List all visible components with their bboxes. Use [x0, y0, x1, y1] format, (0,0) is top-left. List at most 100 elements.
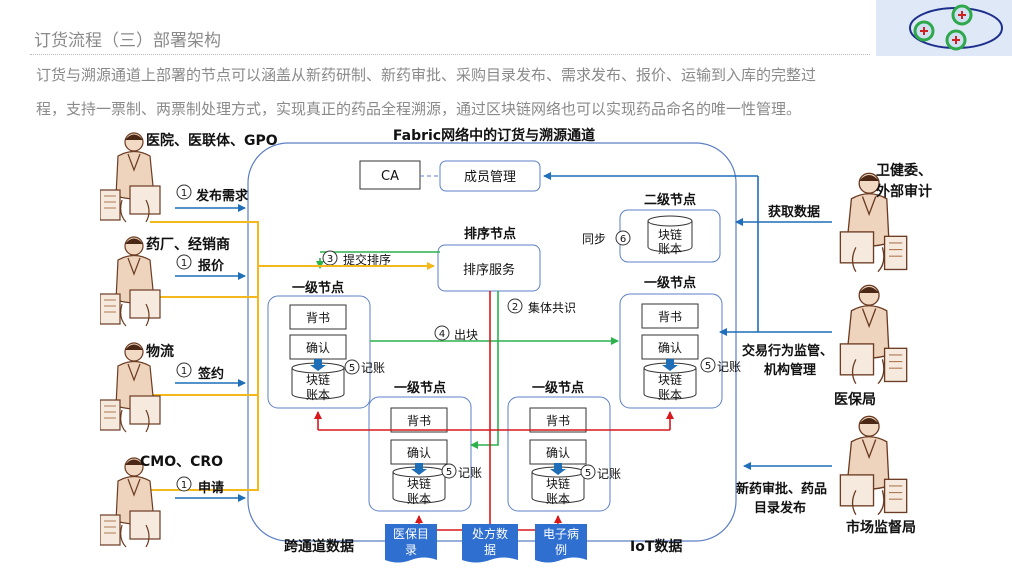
- secondary-ledger-line1: 块链: [658, 227, 682, 242]
- ca-label: CA: [381, 169, 399, 184]
- ca-box: [359, 160, 421, 190]
- step-number-4: 4: [439, 329, 445, 340]
- intro-line-1: 订货与溯源通道上部署的节点可以涵盖从新药研制、新药审批、采购目录发布、需求发布、…: [36, 66, 817, 84]
- right-actor-name-0-line2: 外部审计: [876, 183, 932, 200]
- right-actor-name-1: 医保局: [834, 391, 876, 408]
- secondary-node-title: 二级节点: [644, 192, 696, 208]
- block-label: 出块: [454, 328, 478, 342]
- confirm-label-right: 确认: [658, 341, 682, 355]
- primary-node-left: [267, 295, 371, 409]
- step-circle-1-2: [176, 362, 192, 378]
- step-circle-5-left: [344, 359, 360, 375]
- left-actor-action-3: 申请: [198, 480, 224, 496]
- intro-line-2: 程，支持一票制、两票制处理方式，实现真正的药品全程溯源，通过区块链网络也可以实现…: [36, 100, 802, 118]
- step-circle-6: [615, 230, 631, 246]
- step-number-1-2: 1: [181, 366, 187, 377]
- step-number-2: 2: [512, 302, 518, 313]
- step-number-5-bottom-left: 5: [446, 467, 452, 478]
- person-at-computer-icon-market-supervision: [839, 415, 908, 516]
- primary-node-title-right: 一级节点: [644, 275, 696, 291]
- network-logo-icon: [876, 0, 1012, 56]
- right-data-arrows: [543, 172, 832, 470]
- primary-node-title-bottom-left: 一级节点: [394, 380, 446, 396]
- ledger-line2-right: 账本: [658, 388, 682, 402]
- order-node-title: 排序节点: [464, 226, 516, 242]
- endorse-label-left: 背书: [306, 311, 330, 325]
- primary-node-title-left: 一级节点: [292, 280, 344, 296]
- step-number-5-left: 5: [349, 363, 355, 374]
- right-actor-name-2: 市场监督局: [846, 519, 916, 536]
- order-service-label: 排序服务: [463, 262, 515, 278]
- endorse-label-right: 背书: [658, 310, 682, 324]
- document-icon-insurance-catalog: [385, 524, 437, 563]
- document-icon-medical-records: [535, 524, 587, 563]
- consensus-label: 集体共识: [528, 300, 576, 315]
- channel-title: Fabric网络中的订货与溯源通道: [393, 127, 595, 144]
- confirm-label-bottom-left: 确认: [407, 446, 431, 460]
- record-label-bottom-left: 记账: [458, 466, 482, 480]
- page-title: 订货流程（三）部署架构: [34, 31, 221, 51]
- left-actor-name-2: 物流: [146, 343, 174, 360]
- consensus-arrows: [316, 251, 619, 449]
- doc-records-line1: 电子病: [543, 526, 579, 541]
- ledger-line2-bottom-left: 账本: [407, 492, 431, 506]
- member-management-box: [439, 160, 541, 192]
- left-input-arrows: [175, 204, 246, 502]
- record-label-bottom-right: 记账: [597, 467, 621, 481]
- record-label-right: 记账: [717, 360, 741, 374]
- left-actor-name-0: 医院、医联体、GPO: [146, 132, 278, 149]
- submission-bus: [150, 221, 435, 491]
- step-circle-5-right: [700, 357, 716, 373]
- step-circle-5-bottom-right: [580, 464, 596, 480]
- primary-node-bottom-right: [507, 396, 611, 512]
- endorse-label-bottom-right: 背书: [546, 414, 570, 428]
- title-divider: [30, 54, 870, 55]
- iot-data-label: IoT数据: [630, 538, 682, 555]
- submit-label: 提交排序: [343, 252, 391, 267]
- intro-text: 订货与溯源通道上部署的节点可以涵盖从新药研制、新药审批、采购目录发布、需求发布、…: [36, 58, 986, 126]
- doc-insurance-line1: 医保目: [393, 527, 429, 541]
- left-actor-name-1: 药厂、经销商: [146, 236, 230, 253]
- member-management-label: 成员管理: [464, 170, 516, 185]
- primary-node-title-bottom-right: 一级节点: [532, 380, 584, 396]
- ledger-line1-bottom-right: 块链: [546, 476, 570, 491]
- step-circle-1-1: [176, 254, 192, 270]
- step-circle-1-3: [176, 476, 192, 492]
- step-number-5-bottom-right: 5: [585, 468, 591, 479]
- ledger-line2-bottom-right: 账本: [546, 492, 570, 506]
- step-circle-4: [434, 325, 450, 341]
- confirm-label-left: 确认: [306, 341, 330, 355]
- right-actor-action-1-line1: 交易行为监管、: [742, 343, 833, 359]
- ledger-line1-left: 块链: [306, 372, 330, 387]
- cross-channel-data-label: 跨通道数据: [284, 538, 354, 555]
- endorse-label-bottom-left: 背书: [407, 414, 431, 428]
- doc-records-line2: 例: [555, 543, 567, 557]
- doc-insurance-line2: 录: [405, 543, 417, 557]
- right-actor-action-0: 获取数据: [768, 204, 820, 220]
- person-at-computer-icon-cmo: [100, 457, 161, 548]
- document-icon-prescription-data: [462, 524, 518, 563]
- step-circle-2: [507, 298, 523, 314]
- ledger-line2-left: 账本: [306, 388, 330, 402]
- step-number-6: 6: [620, 234, 626, 245]
- cylinder-ledger-icon: [647, 215, 693, 253]
- sync-label: 同步: [582, 232, 606, 246]
- person-at-computer-icon-medical-insurance: [839, 284, 908, 385]
- primary-node-bottom-left: [368, 396, 472, 512]
- right-actor-name-0-line1: 卫健委、: [876, 162, 932, 179]
- ledger-line1-right: 块链: [658, 372, 682, 387]
- right-actor-action-2-line1: 新药审批、药品: [736, 481, 827, 497]
- order-service-box: [437, 244, 541, 292]
- left-actor-name-3: CMO、CRO: [140, 454, 223, 470]
- step-number-1-3: 1: [181, 480, 187, 491]
- cross-channel-lines: [314, 291, 674, 531]
- right-actor-action-1-line2: 机构管理: [764, 362, 816, 378]
- record-label-left: 记账: [361, 361, 385, 375]
- step-circle-1-0: [176, 184, 192, 200]
- left-actor-action-2: 签约: [197, 366, 224, 382]
- secondary-ledger-line2: 账本: [658, 242, 682, 256]
- ledger-line1-bottom-left: 块链: [407, 476, 431, 491]
- doc-prescription-line2: 据: [484, 543, 496, 557]
- doc-prescription-line1: 处方数: [472, 526, 508, 541]
